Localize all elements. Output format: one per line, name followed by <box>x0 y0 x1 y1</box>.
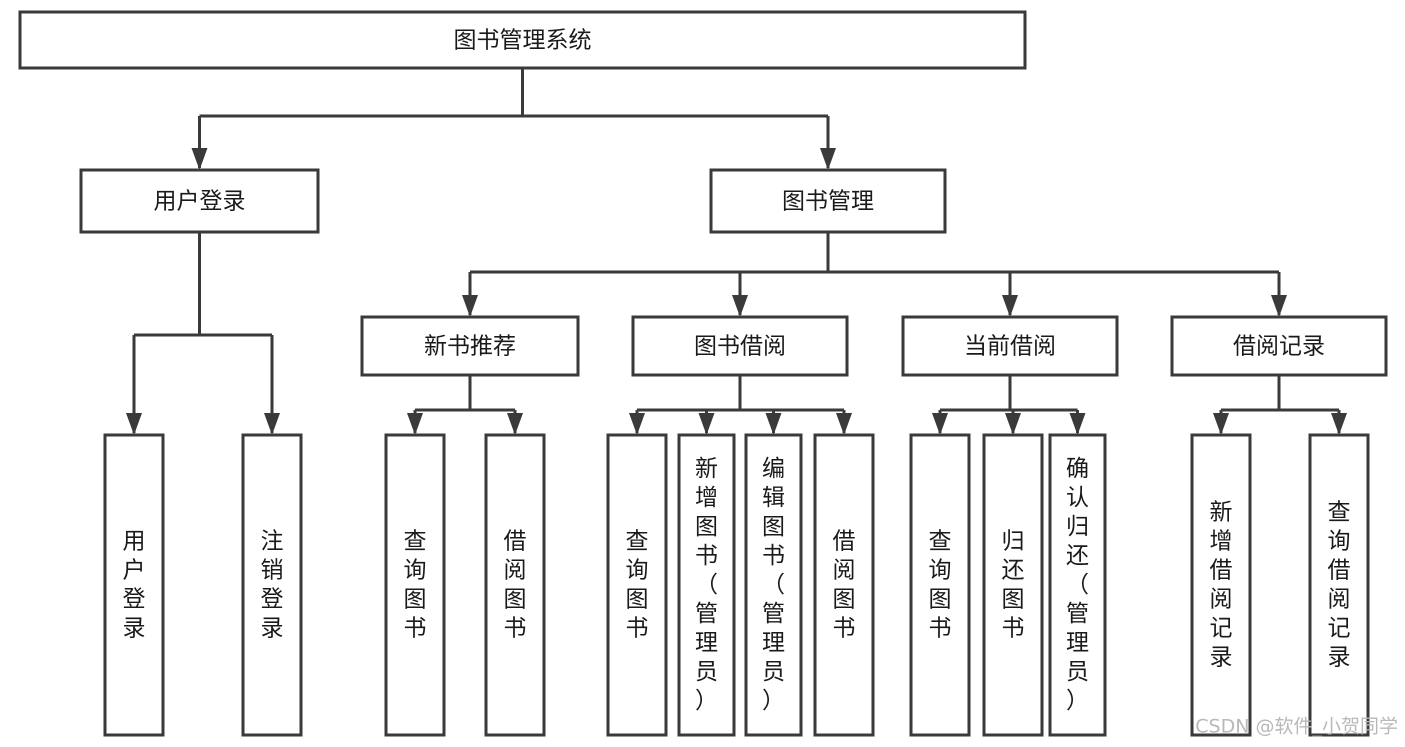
node-label-leaf-user-login: 用户登录 <box>123 528 146 641</box>
node-book-manage[interactable]: 图书管理 <box>709 168 947 234</box>
node-label-borrow-record: 借阅记录 <box>1233 334 1325 360</box>
edge-group-current-borrow <box>932 375 1086 435</box>
node-current-borrow[interactable]: 当前借阅 <box>901 315 1119 377</box>
node-box-leaf-confirm-return-admin[interactable] <box>1048 433 1107 737</box>
edge-group-book-manage <box>462 232 1287 317</box>
node-label-leaf-add-book-admin: 新增图书（管理员） <box>695 456 718 714</box>
node-box-leaf-user-login[interactable] <box>103 433 165 737</box>
node-label-leaf-query-book-1: 查询图书 <box>404 528 427 641</box>
node-box-leaf-query-book-1[interactable] <box>384 433 446 737</box>
node-box-leaf-edit-book-admin[interactable] <box>744 433 803 737</box>
node-box-leaf-return-book[interactable] <box>982 433 1044 737</box>
node-layer: 图书管理系统用户登录图书管理新书推荐图书借阅当前借阅借阅记录用户登录注销登录查询… <box>18 10 1388 737</box>
node-label-new-book-recommend: 新书推荐 <box>424 334 516 360</box>
arrow-head-icon <box>1213 413 1229 435</box>
node-label-leaf-query-book-2: 查询图书 <box>626 528 649 641</box>
node-label-leaf-return-book: 归还图书 <box>1002 528 1025 641</box>
node-label-book-borrow: 图书借阅 <box>694 334 786 360</box>
arrow-head-icon <box>191 148 208 170</box>
edge-group-new-book-recommend <box>407 375 523 435</box>
node-box-new-book-recommend[interactable] <box>360 315 580 377</box>
node-leaf-query-book-3[interactable]: 查询图书 <box>909 433 971 737</box>
node-leaf-add-borrow-record[interactable]: 新增借阅记录 <box>1190 433 1252 737</box>
arrow-head-icon <box>932 413 948 435</box>
node-box-user-login[interactable] <box>79 168 320 234</box>
node-label-leaf-query-book-3: 查询图书 <box>929 528 952 641</box>
arrow-head-icon <box>1271 295 1287 317</box>
arrow-head-icon <box>698 413 715 435</box>
arrow-head-icon <box>1331 413 1347 435</box>
arrow-head-icon <box>820 148 836 170</box>
edge-group-root <box>191 68 836 170</box>
node-box-leaf-logout[interactable] <box>241 433 303 737</box>
node-box-current-borrow[interactable] <box>901 315 1119 377</box>
node-box-leaf-query-book-3[interactable] <box>909 433 971 737</box>
node-leaf-add-book-admin[interactable]: 新增图书（管理员） <box>677 433 736 737</box>
node-box-leaf-query-borrow-record[interactable] <box>1308 433 1370 737</box>
arrow-head-icon <box>264 413 280 435</box>
arrow-head-icon <box>407 413 423 435</box>
arrow-head-icon <box>462 295 478 317</box>
node-box-borrow-record[interactable] <box>1170 315 1388 377</box>
edge-group-user-login <box>126 232 280 435</box>
node-new-book-recommend[interactable]: 新书推荐 <box>360 315 580 377</box>
node-label-root: 图书管理系统 <box>454 28 592 54</box>
node-leaf-borrow-book-1[interactable]: 借阅图书 <box>484 433 546 737</box>
node-box-leaf-borrow-book-2[interactable] <box>813 433 875 737</box>
node-label-leaf-logout: 注销登录 <box>261 528 284 641</box>
node-leaf-query-borrow-record[interactable]: 查询借阅记录 <box>1308 433 1370 737</box>
arrow-head-icon <box>507 413 523 435</box>
node-leaf-edit-book-admin[interactable]: 编辑图书（管理员） <box>744 433 803 737</box>
node-label-leaf-edit-book-admin: 编辑图书（管理员） <box>762 456 785 714</box>
node-leaf-logout[interactable]: 注销登录 <box>241 433 303 737</box>
node-book-borrow[interactable]: 图书借阅 <box>631 315 849 377</box>
node-label-book-manage: 图书管理 <box>782 189 874 215</box>
node-root[interactable]: 图书管理系统 <box>18 10 1027 70</box>
node-label-user-login: 用户登录 <box>154 189 246 215</box>
node-box-root[interactable] <box>18 10 1027 70</box>
arrow-head-icon <box>732 295 748 317</box>
connector-layer <box>126 68 1347 435</box>
arrow-head-icon <box>765 413 782 435</box>
node-label-leaf-query-borrow-record: 查询借阅记录 <box>1328 499 1351 670</box>
node-label-leaf-add-borrow-record: 新增借阅记录 <box>1210 499 1233 670</box>
node-leaf-return-book[interactable]: 归还图书 <box>982 433 1044 737</box>
node-user-login[interactable]: 用户登录 <box>79 168 320 234</box>
arrow-head-icon <box>1002 295 1018 317</box>
node-leaf-user-login[interactable]: 用户登录 <box>103 433 165 737</box>
csdn-watermark: CSDN @软件_小贺同学 <box>1195 716 1398 738</box>
node-box-book-borrow[interactable] <box>631 315 849 377</box>
node-box-leaf-borrow-book-1[interactable] <box>484 433 546 737</box>
arrow-head-icon <box>1069 413 1086 435</box>
arrow-head-icon <box>1005 413 1021 435</box>
node-label-leaf-borrow-book-2: 借阅图书 <box>833 528 856 641</box>
node-leaf-query-book-2[interactable]: 查询图书 <box>606 433 668 737</box>
node-borrow-record[interactable]: 借阅记录 <box>1170 315 1388 377</box>
node-leaf-confirm-return-admin[interactable]: 确认归还（管理员） <box>1048 433 1107 737</box>
arrow-head-icon <box>836 413 852 435</box>
node-leaf-query-book-1[interactable]: 查询图书 <box>384 433 446 737</box>
arrow-head-icon <box>126 413 142 435</box>
node-box-leaf-add-book-admin[interactable] <box>677 433 736 737</box>
node-leaf-borrow-book-2[interactable]: 借阅图书 <box>813 433 875 737</box>
node-box-book-manage[interactable] <box>709 168 947 234</box>
edge-group-borrow-record <box>1213 375 1347 435</box>
node-label-leaf-confirm-return-admin: 确认归还（管理员） <box>1066 456 1089 714</box>
arrow-head-icon <box>629 413 645 435</box>
edge-group-book-borrow <box>629 375 852 435</box>
node-label-current-borrow: 当前借阅 <box>964 334 1056 360</box>
node-box-leaf-query-book-2[interactable] <box>606 433 668 737</box>
node-label-leaf-borrow-book-1: 借阅图书 <box>504 528 527 641</box>
node-box-leaf-add-borrow-record[interactable] <box>1190 433 1252 737</box>
